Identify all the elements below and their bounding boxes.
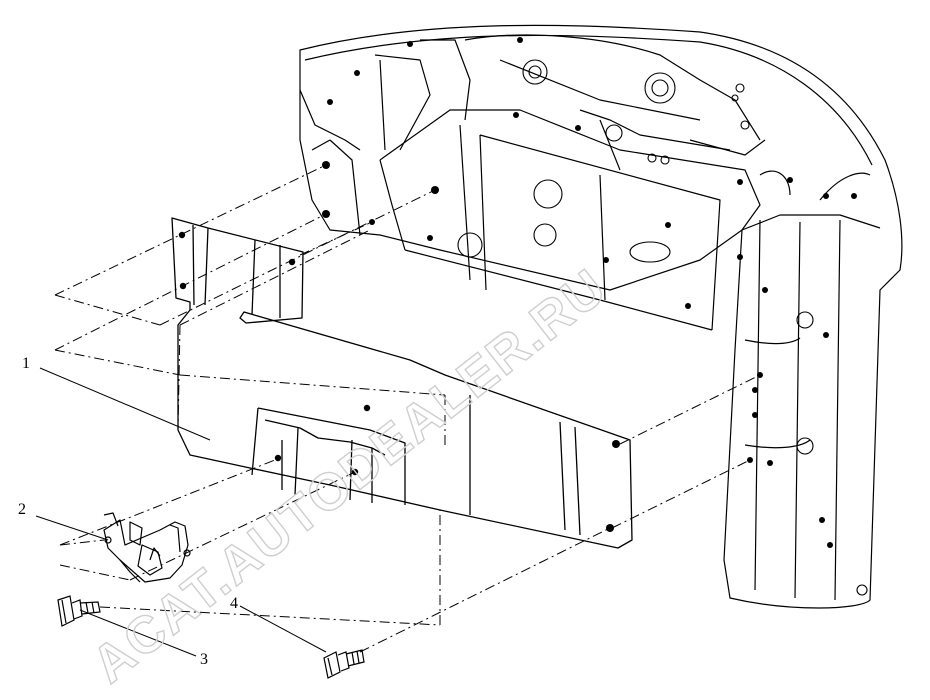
callout-3: 3 [200,651,208,668]
watermark-text: ACAT.AUTODEALER.RU [82,258,618,695]
frame-structure [299,24,903,609]
leader-4 [239,605,327,653]
part-4-flange-bolt [323,649,365,679]
part-2-bracket [103,512,191,583]
callout-2: 2 [18,501,26,518]
leader-2 [35,515,109,541]
frame-small-holes [322,37,857,548]
part-1-shield-plate [171,217,633,549]
part-3-flange-bolt [57,595,101,627]
assembly-centerlines [54,164,761,653]
leader-3 [79,609,197,657]
leader-lines [35,367,327,657]
callout-1: 1 [22,355,30,372]
callout-4: 4 [230,595,238,612]
leader-1 [39,367,211,441]
frame-holes [457,59,868,596]
